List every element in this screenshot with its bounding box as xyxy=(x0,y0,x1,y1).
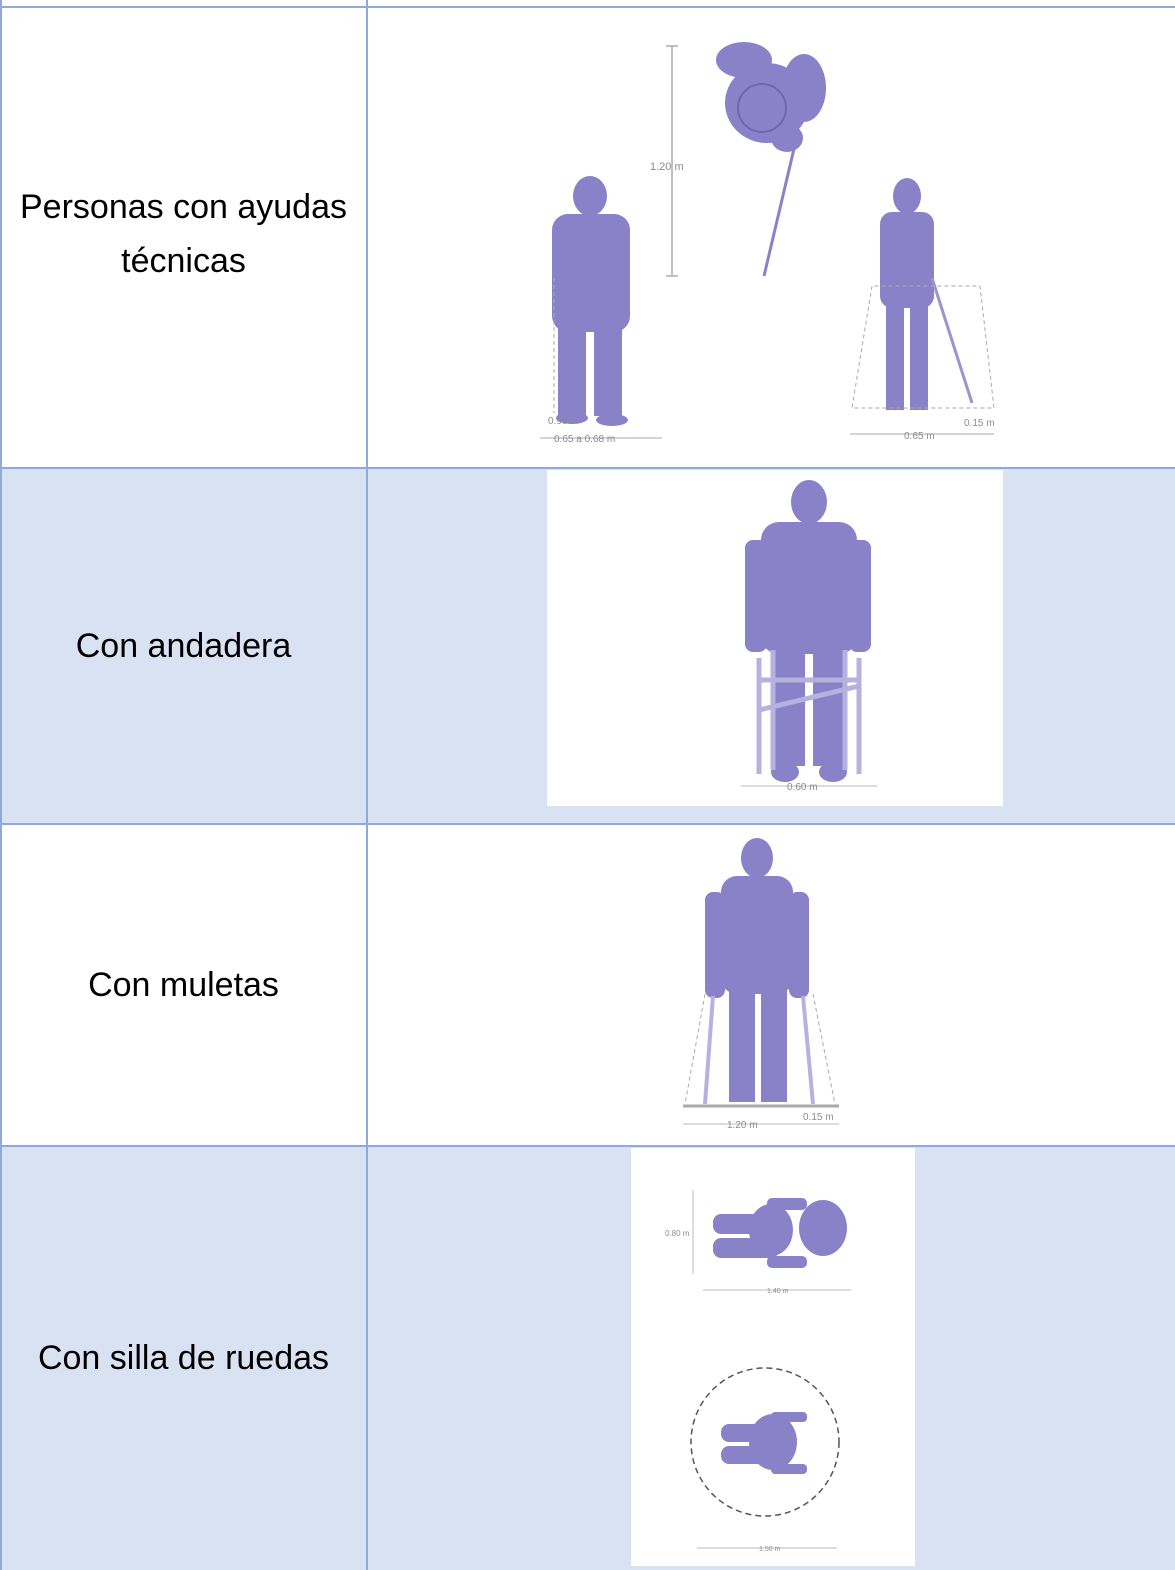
walker-frame xyxy=(756,650,862,774)
row-divider xyxy=(0,823,1175,825)
crutches-width-label: 1.20 m xyxy=(727,1120,758,1131)
row-label-cell: Con silla de ruedas xyxy=(0,1146,367,1570)
image-cell: 1.20 m xyxy=(367,0,1175,468)
crutches-illustration: 1.20 m 0.15 m xyxy=(577,826,975,1140)
row-label: Personas con ayudas técnicas xyxy=(20,188,347,280)
wheelchair-turning-figure xyxy=(721,1412,807,1474)
row-label-cell: Personas con ayudas técnicas xyxy=(0,0,367,468)
blind-span-label: 0.65 m xyxy=(904,431,935,442)
wheelchair-diameter-label: 1.50 m xyxy=(759,1546,781,1553)
wheelchair-top-view-figure xyxy=(713,1198,847,1268)
blind-side-label: 0.15 m xyxy=(964,418,995,429)
blind-cane-user-figure xyxy=(880,178,934,410)
table-row-crutches: Con muletas xyxy=(0,824,1175,1146)
wheelchair-depth-label: 0.80 m xyxy=(665,1229,690,1238)
table-border-top xyxy=(0,6,1175,8)
cane-height-label: 0.90 m xyxy=(548,416,579,427)
table-border-middle xyxy=(366,0,368,1570)
crutches-drawing: 1.20 m 0.15 m xyxy=(683,838,839,1131)
table-border-left xyxy=(0,0,2,1570)
row-divider xyxy=(0,467,1175,469)
walker-illustration: 0.60 m xyxy=(547,470,1003,806)
image-cell: 1.20 m 0.15 m xyxy=(367,824,1175,1146)
top-view-cane-user-figure xyxy=(716,42,826,152)
technical-aids-illustration: 1.20 m xyxy=(532,8,1172,456)
height-dim-label: 1.20 m xyxy=(650,161,684,173)
walker-drawing: 0.60 m xyxy=(741,480,877,793)
row-label-cell: Con andadera xyxy=(0,468,367,824)
table-row-wheelchair: Con silla de ruedas 0.80 m xyxy=(0,1146,1175,1570)
walker-user-figure xyxy=(745,480,871,782)
row-label-cell: Con muletas xyxy=(0,824,367,1146)
cane-user-figure xyxy=(552,176,630,426)
walker-width-label: 0.60 m xyxy=(787,782,818,793)
table-row-walker: Con andadera xyxy=(0,468,1175,824)
row-divider xyxy=(0,1145,1175,1147)
cane-span-label: 0.65 a 0.68 m xyxy=(554,434,615,445)
row-label: Con andadera xyxy=(75,627,292,665)
image-cell: 0.60 m xyxy=(367,468,1175,824)
wheelchair-drawing: 0.80 m 1.40 m xyxy=(665,1190,851,1553)
crutches-side-label: 0.15 m xyxy=(803,1112,834,1123)
wheelchair-length-label: 1.40 m xyxy=(767,1288,789,1295)
crutches-user-figure xyxy=(705,838,809,1102)
turning-circle xyxy=(690,1367,840,1517)
row-label: Con silla de ruedas xyxy=(37,1339,330,1377)
wheelchair-illustration: 0.80 m 1.40 m xyxy=(631,1148,915,1566)
row-label: Con muletas xyxy=(88,966,279,1004)
image-cell: 0.80 m 1.40 m xyxy=(367,1146,1175,1570)
technical-aids-drawing: 1.20 m xyxy=(540,42,995,445)
table-row-technical-aids: Personas con ayudas técnicas 1.20 m xyxy=(0,0,1175,468)
